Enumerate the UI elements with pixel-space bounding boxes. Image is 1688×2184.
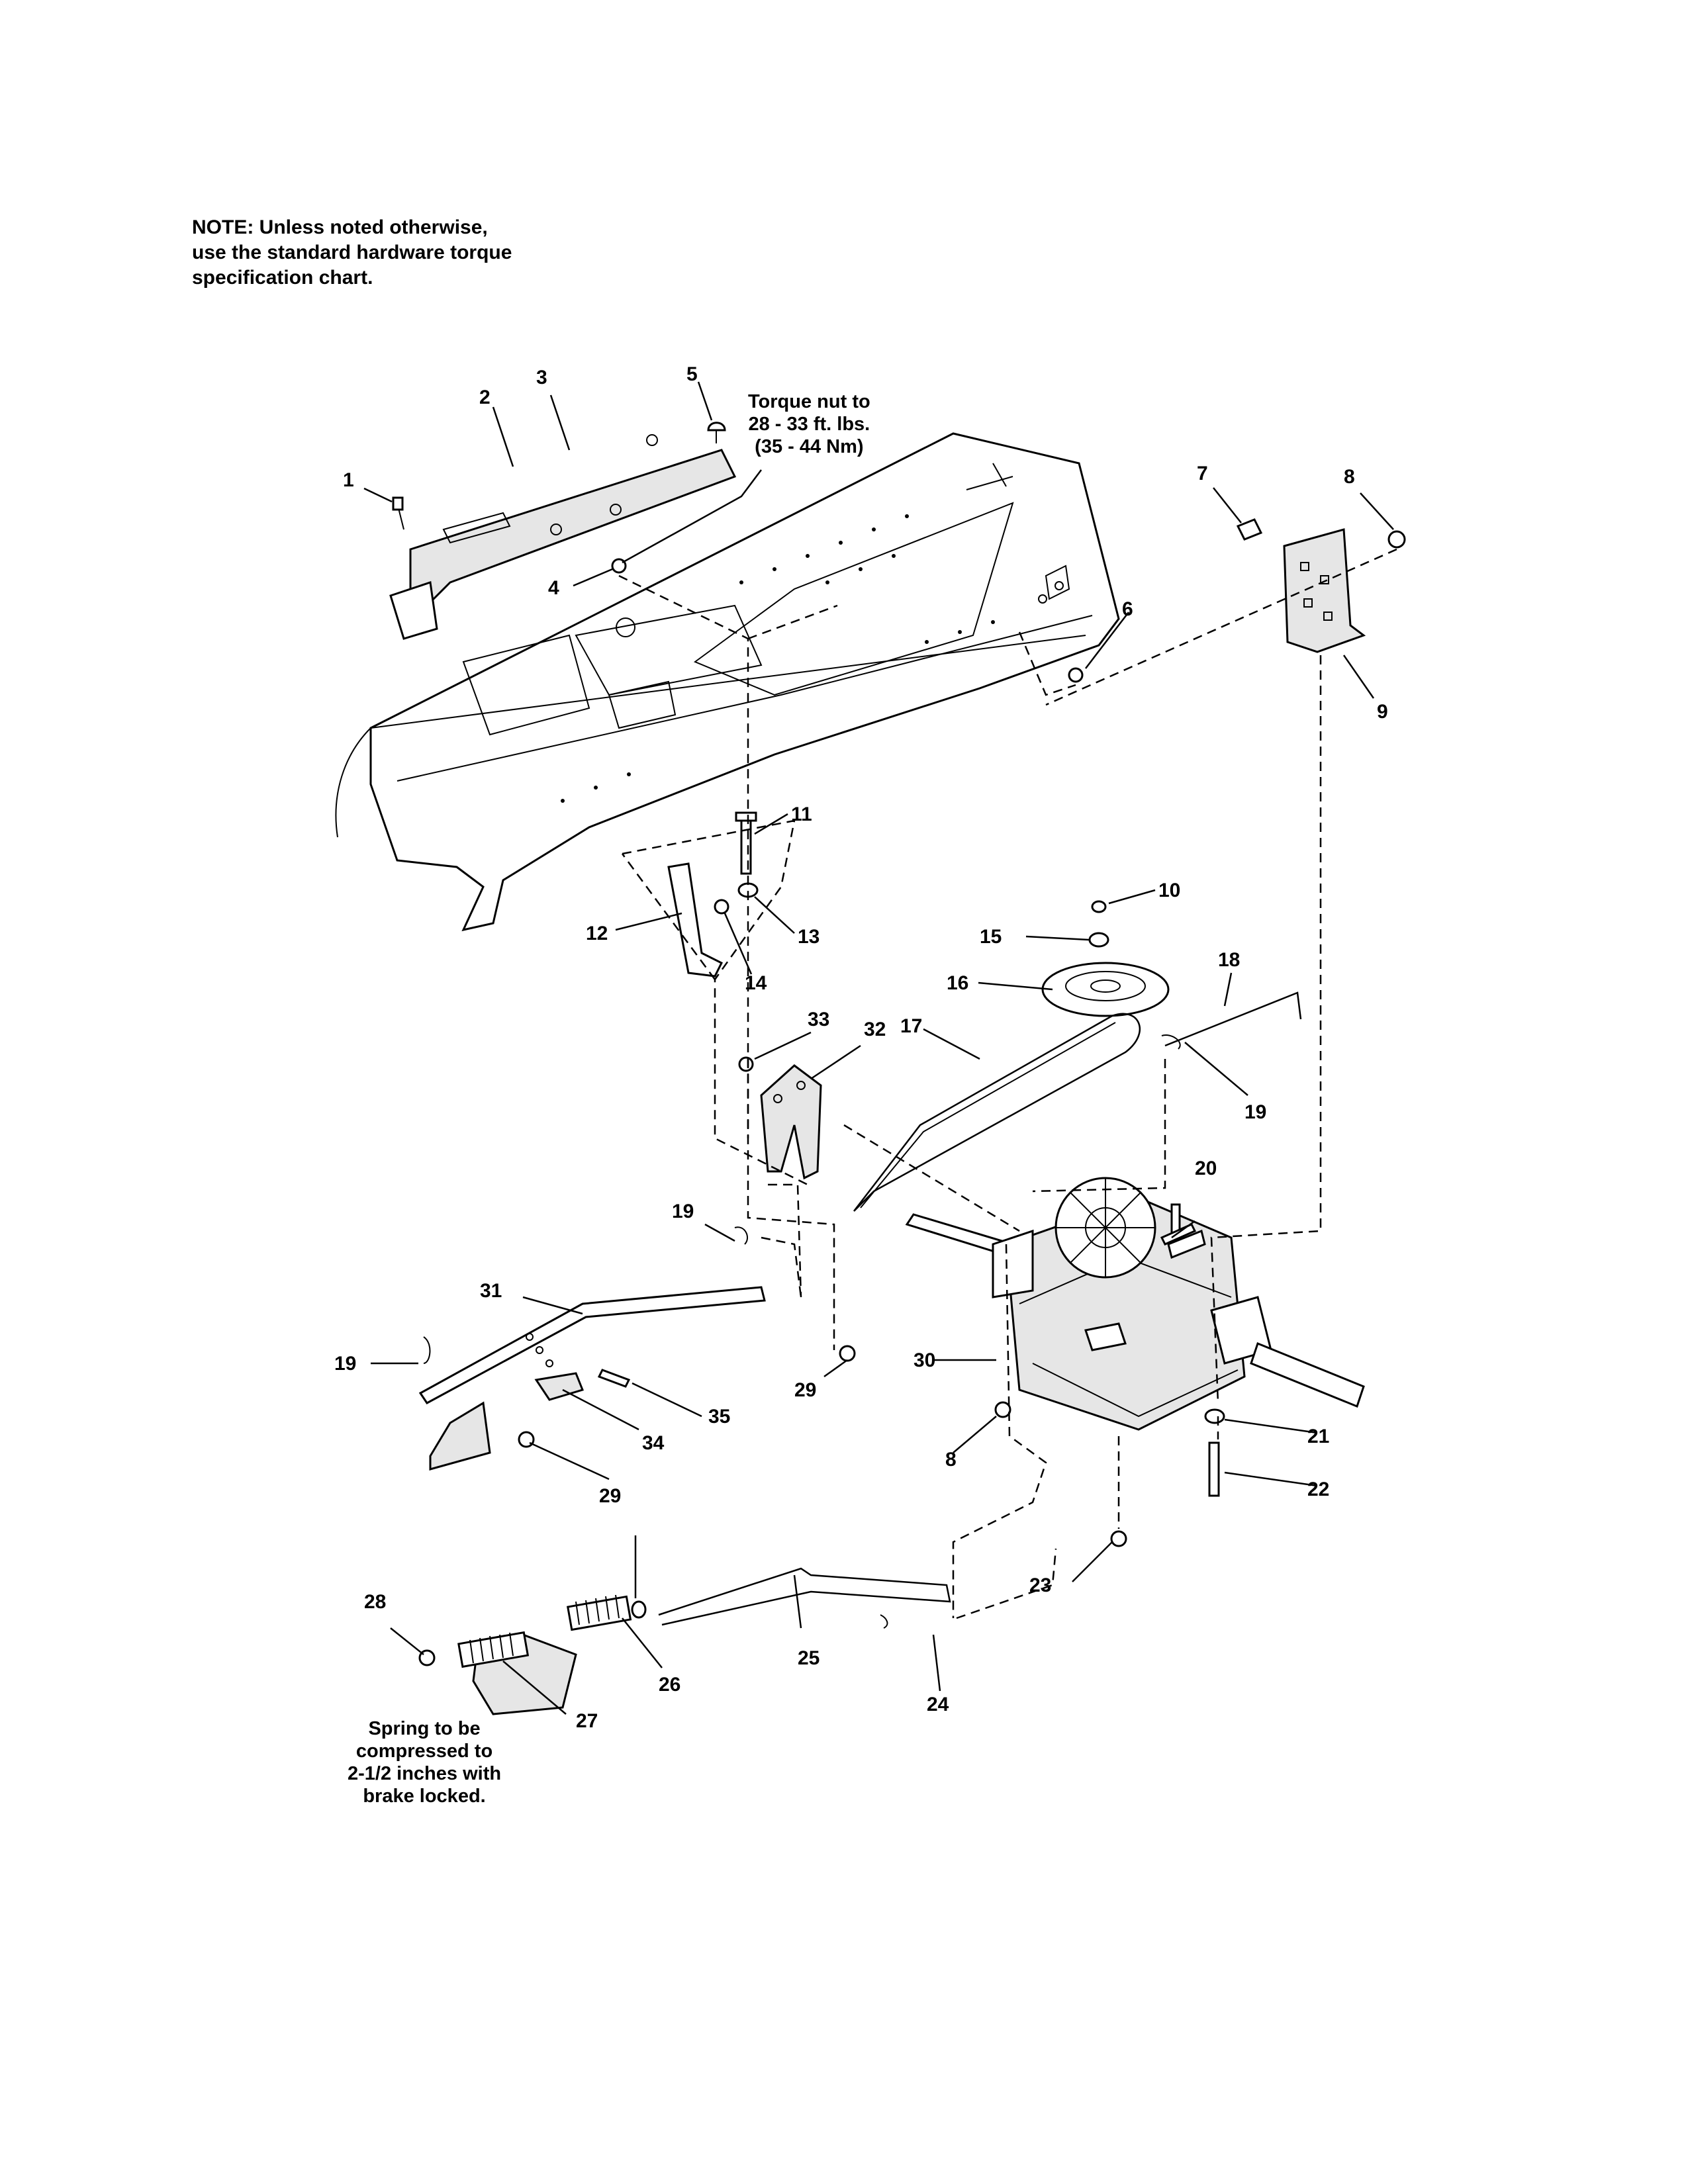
label-part-23: 23 — [1029, 1574, 1051, 1596]
torque-callout: Torque nut to 28 - 33 ft. lbs. (35 - 44 … — [748, 390, 870, 458]
label-part-35: 35 — [708, 1406, 730, 1428]
chassis-frame — [335, 432, 1120, 932]
spring-line-4: brake locked. — [363, 1786, 486, 1807]
label-part-27: 27 — [576, 1710, 598, 1732]
assembly-guide-lines — [618, 548, 1397, 1619]
label-part-25: 25 — [798, 1647, 820, 1669]
label-part-6: 6 — [1122, 598, 1133, 620]
label-part-19-mid: 19 — [672, 1201, 694, 1222]
bracket-32 — [738, 1056, 822, 1180]
clip-19-upper — [1161, 1034, 1181, 1050]
label-part-24: 24 — [927, 1694, 949, 1715]
label-part-30: 30 — [914, 1349, 935, 1371]
spring-line-1: Spring to be — [368, 1718, 481, 1739]
spring-line-2: compressed to — [355, 1741, 493, 1762]
part-number-labels: 1 2 3 4 5 6 7 8 8 9 10 11 12 13 14 15 16… — [334, 363, 1388, 1732]
mount-plate-assembly — [389, 422, 737, 640]
label-part-14: 14 — [745, 972, 767, 994]
torque-line-2: 28 - 33 ft. lbs. — [748, 414, 870, 435]
bracket-9 — [1236, 518, 1406, 653]
label-part-12: 12 — [586, 923, 608, 944]
leader-lines — [363, 381, 1394, 1715]
label-part-10: 10 — [1158, 880, 1180, 901]
hardware-upper — [611, 558, 1084, 978]
spring-line-3: 2-1/2 inches with — [348, 1763, 502, 1784]
torque-line-1: Torque nut to — [748, 391, 870, 412]
brake-link-31 — [418, 1226, 856, 1471]
label-part-4: 4 — [548, 577, 559, 599]
label-part-7: 7 — [1197, 463, 1208, 484]
label-part-22: 22 — [1307, 1479, 1329, 1500]
drive-belt-17 — [853, 1013, 1141, 1212]
label-part-34: 34 — [642, 1432, 665, 1454]
label-part-19-left: 19 — [334, 1353, 356, 1375]
label-part-15: 15 — [980, 926, 1002, 948]
rod-18 — [1164, 991, 1302, 1047]
label-part-5: 5 — [686, 363, 698, 385]
label-part-28: 28 — [364, 1591, 386, 1613]
transaxle-30 — [905, 1177, 1365, 1431]
spring-callout: Spring to be compressed to 2-1/2 inches … — [348, 1717, 501, 1807]
brake-rod-assembly — [418, 1567, 951, 1715]
label-part-29-left: 29 — [599, 1485, 621, 1507]
label-part-9: 9 — [1377, 701, 1388, 723]
label-part-1: 1 — [343, 469, 354, 491]
label-part-32: 32 — [864, 1019, 886, 1040]
pulley-group — [1041, 900, 1170, 1017]
torque-line-3: (35 - 44 Nm) — [755, 436, 864, 457]
hardware-torque-note: NOTE: Unless noted otherwise, use the st… — [192, 215, 512, 291]
label-part-33: 33 — [808, 1009, 829, 1030]
label-part-18: 18 — [1218, 949, 1240, 971]
note-line-3: specification chart. — [192, 267, 373, 289]
label-part-13: 13 — [798, 926, 820, 948]
label-part-8-upper: 8 — [1344, 466, 1355, 488]
hardware-lower-right — [1110, 1223, 1225, 1547]
label-part-11: 11 — [791, 803, 812, 825]
label-part-3: 3 — [536, 367, 547, 388]
label-part-26: 26 — [659, 1674, 680, 1696]
label-part-31: 31 — [480, 1280, 502, 1302]
label-part-20: 20 — [1195, 1158, 1217, 1179]
label-part-17: 17 — [900, 1015, 922, 1037]
label-part-21: 21 — [1307, 1426, 1329, 1447]
label-part-8-lower: 8 — [945, 1449, 957, 1471]
note-line-2: use the standard hardware torque — [192, 242, 512, 263]
label-part-2: 2 — [479, 387, 491, 408]
label-part-29-right: 29 — [794, 1379, 816, 1401]
label-part-16: 16 — [947, 972, 968, 994]
label-part-19-right: 19 — [1244, 1101, 1266, 1123]
note-line-1: NOTE: Unless noted otherwise, — [192, 216, 488, 238]
